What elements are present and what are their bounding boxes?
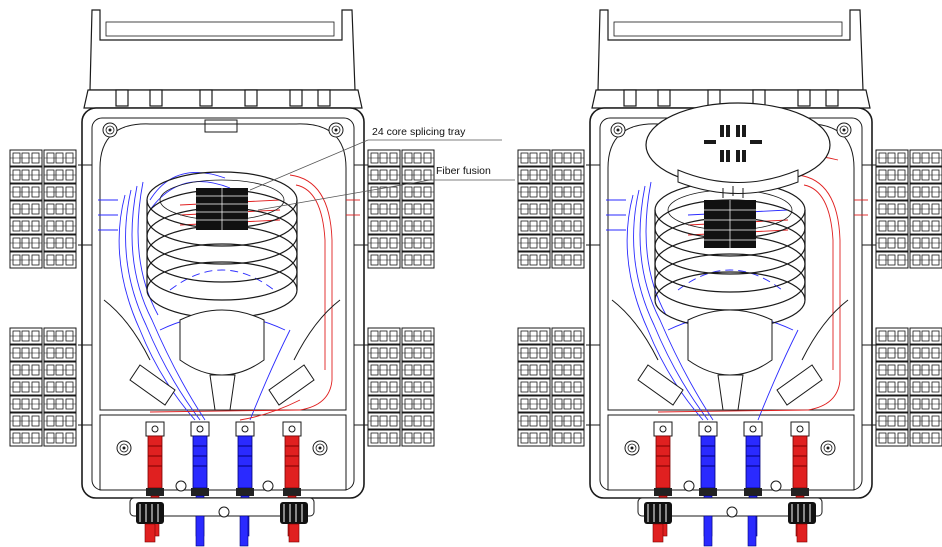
screw-icon xyxy=(624,440,640,456)
adapter-panel xyxy=(876,328,942,446)
cable-guides xyxy=(103,299,341,411)
screw-icon xyxy=(116,440,132,456)
screw-icon xyxy=(312,440,328,456)
screw-icon xyxy=(836,122,852,138)
lifted-splicing-tray xyxy=(645,102,831,198)
fiber-fusion-block xyxy=(704,200,756,248)
label-fiber-fusion: Fiber fusion xyxy=(436,165,491,177)
screw-icon xyxy=(820,440,836,456)
adapter-panel xyxy=(876,150,942,268)
screw-icon xyxy=(102,122,118,138)
adapter-panel xyxy=(518,150,584,268)
box-body xyxy=(81,107,365,499)
view-lifted-tray xyxy=(518,9,942,547)
adapter-panel xyxy=(518,328,584,446)
label-splicing-tray: 24 core splicing tray xyxy=(372,126,466,138)
lid xyxy=(83,9,363,109)
cable-gland xyxy=(135,501,165,543)
fiber-fusion-block xyxy=(196,188,248,230)
callout-leaders xyxy=(249,139,515,211)
blue-fibers xyxy=(606,181,799,421)
adapter-panel xyxy=(10,328,76,446)
blue-fibers xyxy=(98,171,291,421)
screw-icon xyxy=(610,122,626,138)
lid xyxy=(591,9,871,109)
adapter-panel xyxy=(368,150,434,268)
view-closed-tray xyxy=(10,9,515,547)
cable-gland xyxy=(279,501,309,543)
cable-gland xyxy=(787,501,817,543)
screw-icon xyxy=(328,122,344,138)
adapter-panel xyxy=(10,150,76,268)
cable-guides xyxy=(611,299,849,411)
cable-gland xyxy=(643,501,673,543)
adapter-panel xyxy=(368,328,434,446)
